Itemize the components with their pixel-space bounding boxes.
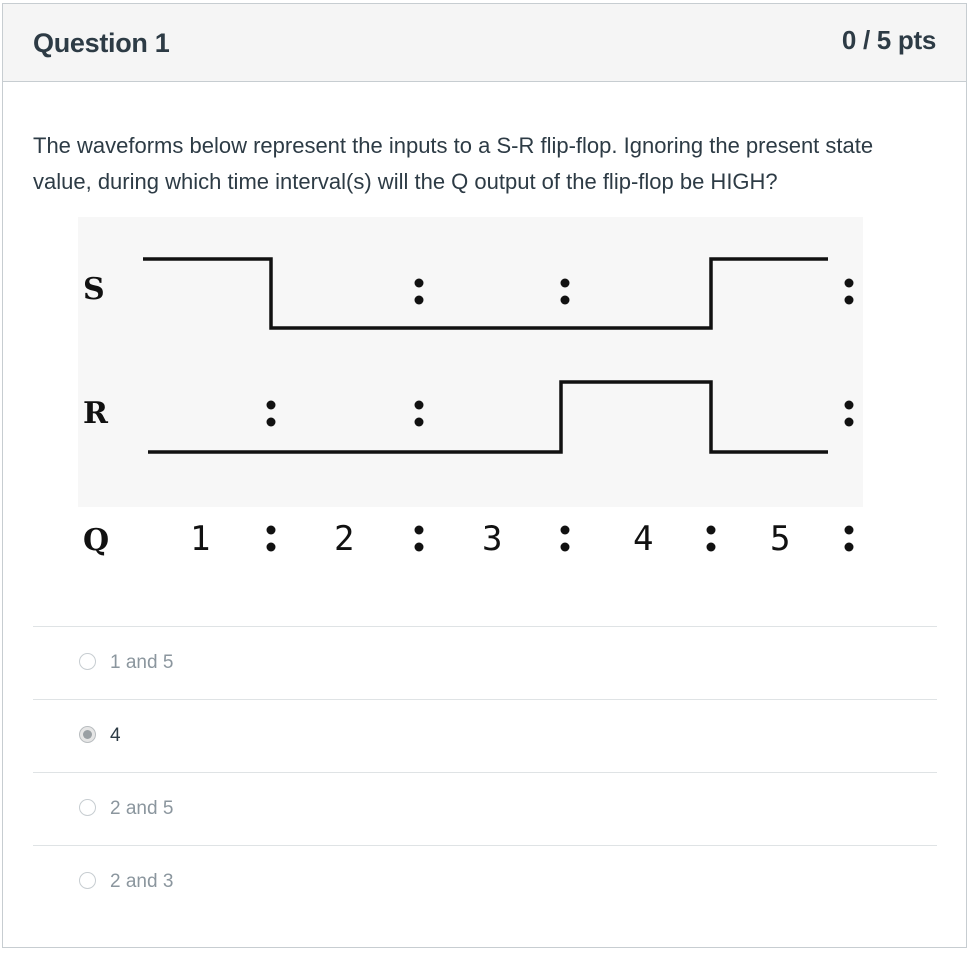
- answer-label: 2 and 5: [110, 798, 174, 819]
- s-waveform: [143, 257, 828, 330]
- answer-label: 1 and 5: [110, 652, 174, 673]
- q-row-separators: [266, 525, 854, 552]
- answer-option[interactable]: 2 and 5: [33, 772, 937, 845]
- diagram-background: [78, 217, 863, 507]
- signal-label-q: Q: [83, 523, 109, 557]
- timing-diagram: S R Q 1 2 3 4 5: [78, 217, 863, 557]
- question-points: 0 / 5 pts: [841, 25, 936, 55]
- r-waveform: [148, 380, 828, 454]
- interval-4: 4: [633, 519, 653, 557]
- radio-button[interactable]: [79, 872, 96, 889]
- radio-dot-icon: [83, 730, 92, 739]
- answer-label: 2 and 3: [110, 871, 174, 892]
- answer-option[interactable]: 2 and 3: [33, 845, 937, 918]
- r-row-separators: [266, 400, 854, 427]
- radio-button[interactable]: [79, 653, 96, 670]
- question-header: Question 1 0 / 5 pts: [3, 4, 966, 82]
- question-title: Question 1: [33, 28, 170, 58]
- radio-button-selected[interactable]: [79, 726, 96, 743]
- answer-list: 1 and 5 4 2 and 5 2 and 3: [33, 626, 937, 918]
- question-card: Question 1 0 / 5 pts The waveforms below…: [2, 3, 967, 948]
- answer-option-selected[interactable]: 4: [33, 699, 937, 772]
- question-text: The waveforms below represent the inputs…: [33, 133, 874, 194]
- interval-3: 3: [482, 519, 502, 557]
- answer-label: 4: [110, 725, 121, 746]
- interval-1: 1: [190, 519, 210, 557]
- signal-label-s: S: [83, 272, 105, 307]
- answer-option[interactable]: 1 and 5: [33, 626, 937, 699]
- signal-label-r: R: [83, 396, 109, 431]
- interval-5: 5: [770, 519, 790, 557]
- interval-2: 2: [334, 519, 354, 557]
- s-row-separators: [414, 278, 854, 305]
- radio-button[interactable]: [79, 799, 96, 816]
